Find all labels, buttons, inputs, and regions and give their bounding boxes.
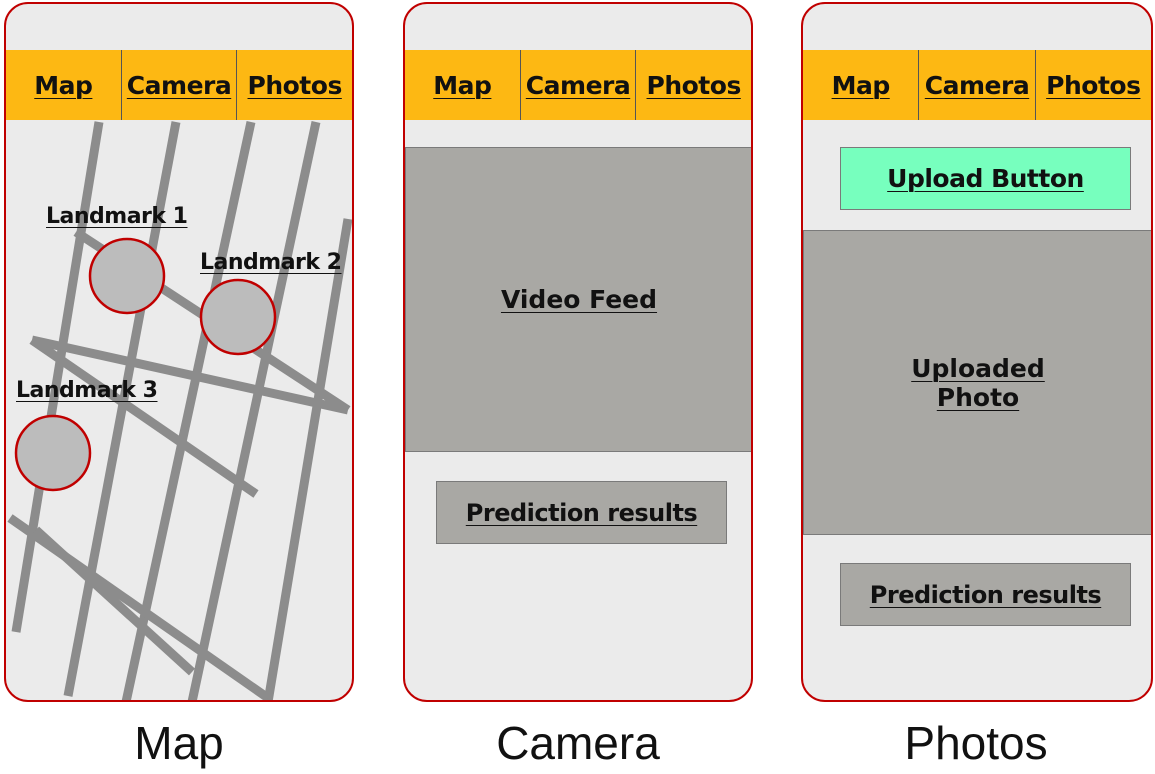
uploaded-photo-label-line2: Photo <box>936 382 1020 412</box>
nav-bar: Map Camera Photos <box>405 50 751 120</box>
caption-map: Map <box>134 717 224 769</box>
tab-camera[interactable]: Camera <box>122 50 238 120</box>
tab-photos[interactable]: Photos <box>1046 70 1141 100</box>
camera-screen-mockup: Map Camera Photos Video Feed Prediction … <box>403 2 753 702</box>
tab-camera[interactable]: Camera <box>919 50 1036 120</box>
landmark-markers <box>14 237 277 492</box>
road <box>263 218 352 700</box>
uploaded-photo-label-line1: Uploaded <box>911 353 1045 383</box>
landmark-1-marker <box>88 237 166 315</box>
road <box>31 335 349 415</box>
road <box>32 526 196 676</box>
road <box>29 336 259 498</box>
tab-camera[interactable]: Camera <box>521 50 637 120</box>
landmark-2-marker <box>199 278 277 356</box>
map-screen-mockup: Map Camera Photos Landmark 1 Landmark 2 … <box>4 2 354 702</box>
landmark-3-label: Landmark 3 <box>16 378 158 403</box>
tab-map[interactable]: Map <box>6 50 122 120</box>
video-feed: Video Feed <box>405 147 751 452</box>
caption-camera: Camera <box>496 717 660 769</box>
tab-map[interactable]: Map <box>803 50 920 120</box>
tab-map[interactable]: Map <box>405 50 521 120</box>
road <box>187 121 321 700</box>
landmark-2-label: Landmark 2 <box>200 250 342 275</box>
caption-photos: Photos <box>904 717 1048 769</box>
landmark-3-marker <box>14 414 92 492</box>
landmark-1-label: Landmark 1 <box>46 204 188 229</box>
uploaded-photo: Uploaded Photo <box>803 230 1151 535</box>
photos-screen-mockup: Map Camera Photos Upload Button Uploaded… <box>801 2 1153 702</box>
nav-bar: Map Camera Photos <box>803 50 1151 120</box>
road <box>11 121 104 633</box>
road <box>121 121 256 700</box>
map-view[interactable] <box>6 4 354 702</box>
prediction-results-box: Prediction results <box>840 563 1131 626</box>
upload-button[interactable]: Upload Button <box>840 147 1131 210</box>
tab-photos[interactable]: Photos <box>247 70 343 100</box>
nav-bar: Map Camera Photos <box>6 50 352 120</box>
tab-photos[interactable]: Photos <box>646 70 742 100</box>
road <box>63 121 181 697</box>
prediction-results-box: Prediction results <box>436 481 727 544</box>
